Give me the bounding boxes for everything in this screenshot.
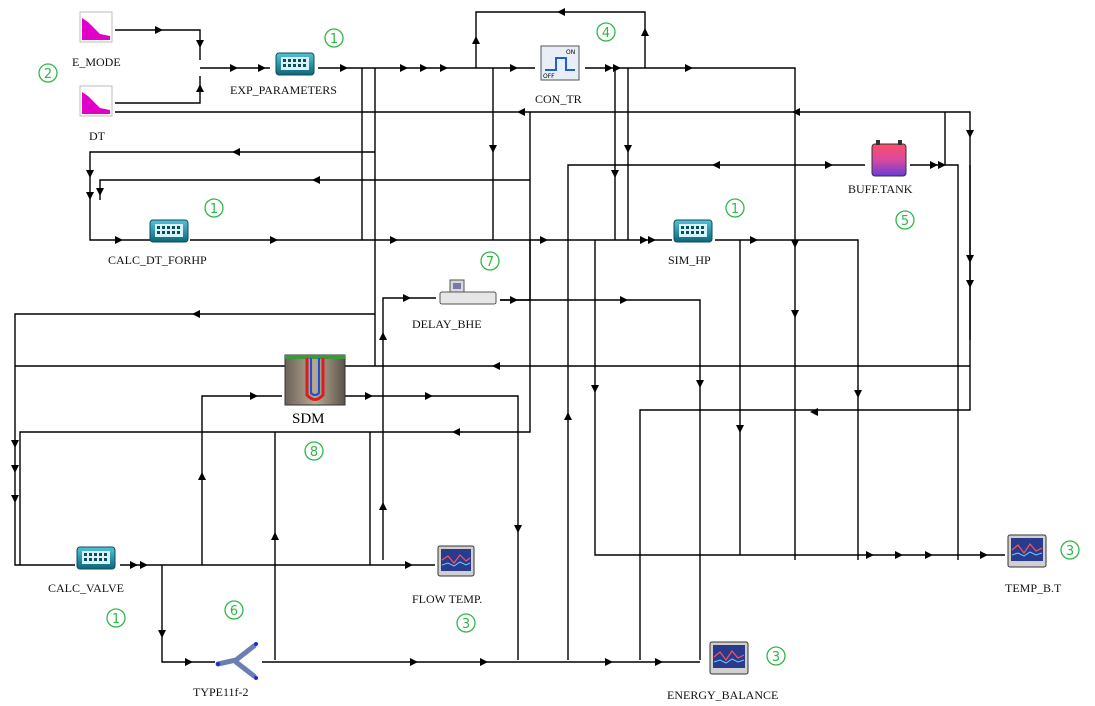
wire	[161, 565, 215, 663]
step-badge: 5	[895, 210, 915, 230]
step-badge: 3	[1060, 540, 1080, 560]
energy-balance-component[interactable]: ENERGY_BALANCE	[667, 641, 778, 702]
wire	[201, 395, 282, 565]
svg-text:6: 6	[230, 604, 238, 619]
step-badge: 1	[106, 608, 126, 628]
monitor-icon	[437, 545, 475, 577]
wire	[567, 164, 865, 660]
dt-component[interactable]: DT	[79, 85, 113, 143]
wire	[585, 67, 796, 560]
component-label: DT	[89, 129, 106, 143]
wire	[500, 112, 531, 301]
wire	[715, 239, 859, 560]
wire	[382, 297, 436, 560]
borehole-icon	[284, 354, 346, 406]
wire	[115, 76, 201, 104]
component-label: E_MODE	[72, 55, 121, 69]
component-label: SDM	[292, 411, 325, 427]
calculator-icon	[149, 219, 189, 243]
controller-icon: ON OFF	[540, 45, 580, 81]
wire	[910, 164, 959, 560]
wire	[89, 151, 375, 241]
tank-icon	[871, 140, 907, 177]
type11f-2-component[interactable]: TYPE11f-2	[193, 642, 258, 699]
step-badge: 3	[456, 613, 476, 633]
step-badge: 3	[766, 646, 786, 666]
svg-text:4: 4	[602, 26, 610, 41]
svg-text:8: 8	[310, 445, 318, 460]
step-badge: 1	[725, 198, 745, 218]
component-label: CALC_VALVE	[48, 581, 124, 595]
svg-text:3: 3	[772, 650, 780, 665]
step-badge: 1	[204, 198, 224, 218]
equation-plot-icon	[79, 85, 113, 117]
wire	[99, 179, 530, 200]
sim-hp-component[interactable]: SIM_HP	[668, 219, 713, 267]
delay-icon	[439, 279, 497, 305]
equation-plot-icon	[79, 11, 113, 43]
temp-bt-component[interactable]: TEMP_B.T	[1005, 534, 1062, 595]
component-label: TYPE11f-2	[193, 685, 249, 699]
svg-text:ON: ON	[566, 49, 575, 56]
diverter-icon	[215, 642, 258, 680]
wire	[115, 29, 201, 60]
svg-text:1: 1	[112, 612, 120, 627]
buff-tank-component[interactable]: BUFF.TANK	[848, 140, 913, 196]
flow-temp-component[interactable]: FLOW TEMP.	[412, 545, 482, 606]
calc-valve-component[interactable]: CALC_VALVE	[48, 546, 124, 595]
component-label: EXP_PARAMETERS	[230, 83, 337, 97]
svg-text:1: 1	[210, 202, 218, 217]
component-label: DELAY_BHE	[412, 317, 482, 331]
wire	[115, 111, 971, 660]
calculator-icon	[673, 219, 713, 243]
step-badge: 1	[324, 28, 344, 48]
connection-lines	[14, 11, 1005, 663]
svg-text:3: 3	[1066, 544, 1074, 559]
step-badge: 6	[224, 600, 244, 620]
step-badge: 4	[596, 22, 616, 42]
svg-text:OFF: OFF	[543, 73, 555, 80]
component-label: FLOW TEMP.	[412, 592, 482, 606]
step-badge: 8	[304, 441, 324, 461]
wire	[14, 313, 375, 566]
step-badge: 7	[480, 251, 500, 271]
component-label: ENERGY_BALANCE	[667, 688, 778, 702]
component-label: BUFF.TANK	[848, 182, 913, 196]
svg-text:5: 5	[901, 214, 909, 229]
svg-text:7: 7	[486, 255, 494, 270]
component-label: TEMP_B.T	[1005, 581, 1062, 595]
monitor-icon	[709, 641, 749, 675]
component-label: CON_TR	[535, 92, 582, 106]
wire	[345, 395, 519, 660]
monitor-icon	[1007, 534, 1047, 568]
component-label: CALC_DT_FORHP	[108, 253, 207, 267]
sdm-component[interactable]: SDM	[284, 354, 346, 427]
exp-parameters-component[interactable]: EXP_PARAMETERS	[230, 52, 337, 97]
calculator-icon	[275, 52, 315, 76]
svg-text:3: 3	[462, 617, 470, 632]
wire	[500, 299, 701, 660]
calc-dt-forhp-component[interactable]: CALC_DT_FORHP	[108, 219, 207, 267]
delay-bhe-component[interactable]: DELAY_BHE	[412, 279, 497, 331]
wire	[594, 240, 1005, 556]
step-badge: 2	[38, 63, 58, 83]
svg-text:1: 1	[731, 202, 739, 217]
e-mode-component[interactable]: E_MODE	[72, 11, 121, 69]
con-tr-component[interactable]: ON OFF CON_TR	[535, 45, 582, 106]
calculator-icon	[76, 546, 116, 570]
svg-text:2: 2	[44, 67, 52, 82]
svg-text:1: 1	[330, 32, 338, 47]
component-label: SIM_HP	[668, 253, 711, 267]
flow-arrows	[11, 8, 988, 666]
